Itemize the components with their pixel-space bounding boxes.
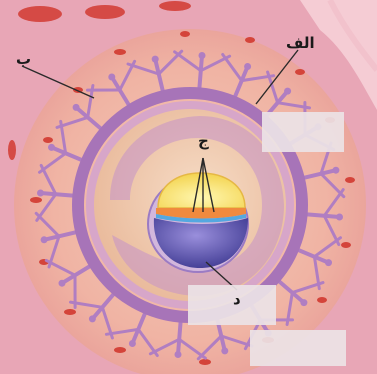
villus-tip <box>152 56 159 63</box>
villus-tip <box>37 190 44 197</box>
villus-tip <box>129 340 136 347</box>
label-jim: ج <box>198 134 209 149</box>
villus-branch <box>199 56 202 90</box>
blood-vessel <box>85 5 125 19</box>
villus-tip <box>244 63 251 70</box>
villus-tip <box>199 52 206 59</box>
label-alef: الف <box>286 36 315 51</box>
villus-tip <box>175 351 182 358</box>
villus-tip <box>300 299 307 306</box>
villus-tip <box>325 259 332 266</box>
villus-tip <box>221 347 228 354</box>
villus-branch <box>178 321 181 355</box>
villus-tip <box>59 280 66 287</box>
villus-tip <box>48 144 55 151</box>
villus-tip <box>41 236 48 243</box>
blood-vessel <box>8 140 16 160</box>
villus-tip <box>336 214 343 221</box>
label-mask <box>250 330 346 366</box>
villus-branch <box>306 214 340 217</box>
label-dal: د <box>233 292 241 307</box>
villus-tip <box>73 104 80 111</box>
blood-vessel <box>18 6 62 22</box>
blood-vessel <box>159 1 191 11</box>
villus-tip <box>332 167 339 174</box>
label-mask <box>188 285 276 325</box>
villus-tip <box>89 315 96 322</box>
label-be: ب <box>16 52 31 67</box>
villus-tip <box>284 88 291 95</box>
villus-tip <box>108 74 115 81</box>
villus-branch <box>41 193 75 196</box>
label-mask <box>262 112 344 152</box>
